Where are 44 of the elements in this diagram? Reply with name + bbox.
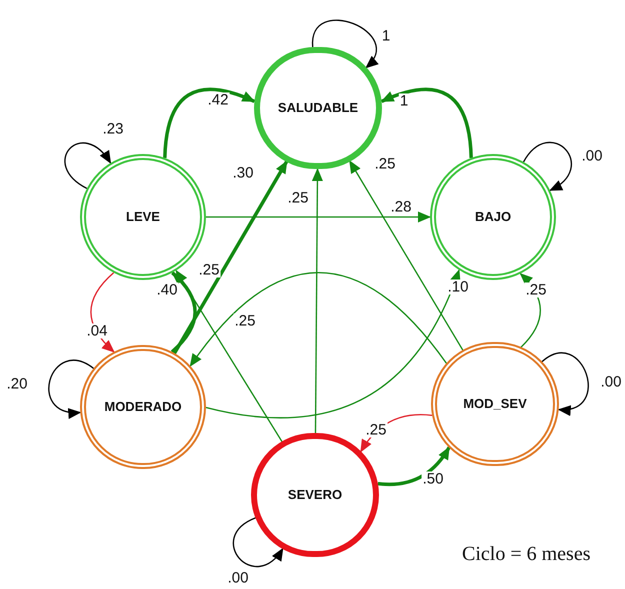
edge-label: .25 bbox=[198, 262, 220, 278]
arrow bbox=[172, 160, 288, 354]
arrow bbox=[176, 270, 283, 442]
edge-label: .20 bbox=[6, 376, 28, 392]
arrow bbox=[542, 352, 589, 414]
arrow bbox=[232, 517, 284, 568]
arrow bbox=[64, 142, 112, 189]
arrow bbox=[312, 20, 378, 68]
state-name: LEVE bbox=[126, 208, 160, 226]
edge-label: .28 bbox=[390, 200, 412, 214]
arrow bbox=[378, 446, 451, 486]
arrow bbox=[206, 212, 431, 222]
edge-label: 1 bbox=[398, 94, 410, 108]
state-name: MOD_SEV bbox=[463, 395, 527, 414]
arrow bbox=[170, 271, 197, 354]
state-name: SEVERO bbox=[288, 486, 342, 504]
arrow bbox=[312, 168, 323, 433]
edge-label: 1 bbox=[380, 28, 392, 44]
state-name: MODERADO bbox=[104, 398, 182, 416]
state-name: BAJO bbox=[474, 208, 512, 226]
edge-label: .10 bbox=[446, 280, 470, 294]
edge-label: .40 bbox=[156, 282, 178, 298]
arrow bbox=[190, 272, 448, 367]
edge-label: .00 bbox=[600, 374, 622, 390]
arrow bbox=[360, 414, 432, 453]
edge-label: .42 bbox=[206, 92, 230, 108]
edge-label: .00 bbox=[580, 148, 604, 164]
edge-label: .25 bbox=[286, 190, 310, 206]
arrow bbox=[206, 269, 460, 418]
edge-label: .30 bbox=[232, 166, 254, 180]
edge-label: .00 bbox=[226, 570, 250, 586]
edge-label: .25 bbox=[364, 422, 388, 438]
edge-label: .04 bbox=[86, 324, 108, 338]
edge-label: .25 bbox=[234, 314, 256, 328]
state-name: SALUDABLE bbox=[278, 99, 358, 118]
arrow bbox=[90, 272, 115, 353]
edge-label: .50 bbox=[422, 472, 444, 486]
edge-label: .25 bbox=[374, 156, 396, 172]
edge-label: .25 bbox=[524, 282, 548, 298]
note-text: Ciclo = 6 meses bbox=[462, 542, 590, 567]
arrow bbox=[48, 360, 94, 418]
arrow bbox=[349, 160, 464, 351]
arrow bbox=[523, 142, 572, 191]
edge-label: .23 bbox=[102, 122, 124, 136]
